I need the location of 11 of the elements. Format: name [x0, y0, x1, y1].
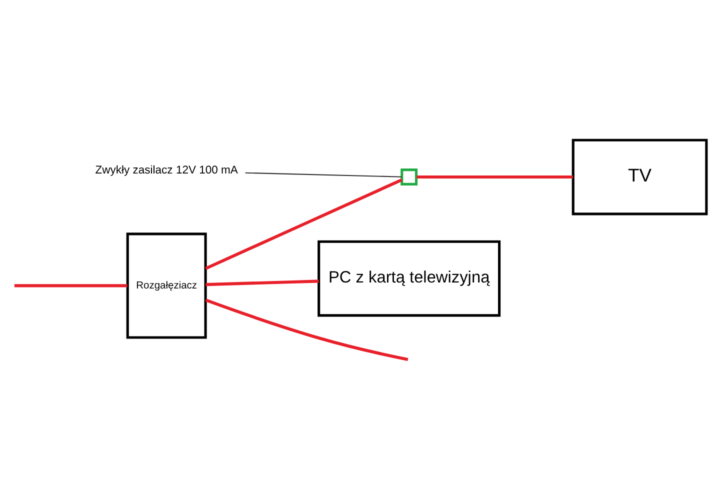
connector — [245, 172, 402, 178]
connector — [14, 284, 128, 288]
node-box: PC z kartą telewizyjną — [318, 240, 501, 317]
connector — [205, 178, 402, 270]
node-box — [400, 168, 418, 186]
connector — [206, 280, 319, 286]
node-box: Rozgałęziacz — [126, 232, 207, 339]
connector — [205, 298, 408, 361]
node-text: Zwykły zasilacz 12V 100 mA — [95, 164, 238, 177]
node-box: TV — [572, 138, 708, 216]
connector — [416, 175, 573, 179]
